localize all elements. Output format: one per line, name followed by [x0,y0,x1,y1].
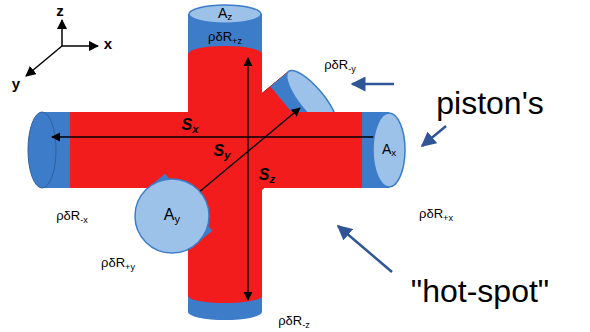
piston-face-x: Ax [372,112,406,188]
piston-label: ρδR-z [278,314,310,329]
dimension-label: Sy [214,142,231,161]
piston-label: ρδR-x [56,209,88,224]
minus-z-piston-face [188,304,262,320]
plus-z-piston-rim [188,46,262,62]
dimension-label: Sx [182,116,199,135]
piston-label: ρδR-y [324,58,356,73]
axis-label: x [104,36,112,53]
area-label: Az [218,6,232,22]
z-cylinder-rim [188,289,262,303]
area-label: Ax [382,142,396,158]
callout-text: piston's [436,86,544,121]
area-label: Ay [164,207,180,225]
piston-label: ρδR+x [419,207,453,222]
piston-face-y: Ay [134,178,210,254]
piston-face-z: Az [188,4,262,24]
z-cylinder [188,52,262,300]
dimension-label: Sz [259,166,275,185]
minus-x-piston-face [28,112,56,188]
axes [26,20,98,76]
piston-label: ρδR+z [208,30,242,45]
dimension-lines [52,58,384,300]
piston-label: ρδR+y [101,256,135,271]
callout-text: "hot-spot" [411,274,549,309]
axis-label: z [56,3,64,20]
axis-label: y [12,76,20,93]
pointer-arrows [338,84,446,272]
